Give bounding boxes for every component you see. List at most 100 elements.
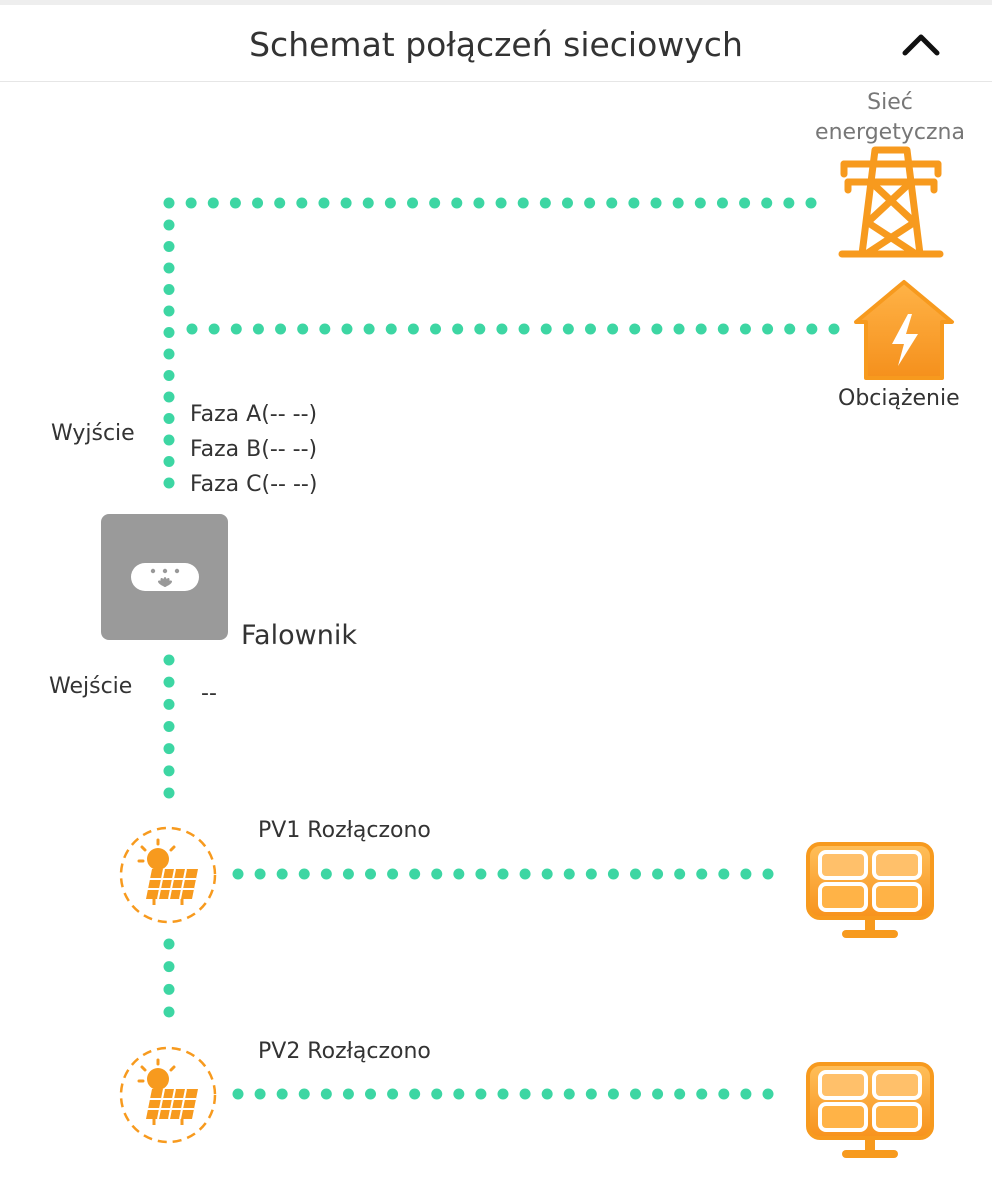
pv1-panel-icon[interactable] [804, 842, 936, 946]
line-dot [672, 197, 684, 209]
line-dot [740, 868, 752, 880]
line-dot [163, 348, 175, 360]
line-dot [207, 197, 219, 209]
line-dot [298, 868, 310, 880]
line-dot [673, 323, 685, 335]
line-dot [429, 197, 441, 209]
line-dot [163, 305, 175, 317]
line-dot [232, 1088, 244, 1100]
line-dot [585, 868, 597, 880]
line-dot [163, 1006, 175, 1018]
line-dot [717, 323, 729, 335]
line-dot [384, 197, 396, 209]
line-dot [363, 323, 375, 335]
line-dot [674, 868, 686, 880]
line-dot [254, 1088, 266, 1100]
line-dot [762, 323, 774, 335]
line-dot [651, 323, 663, 335]
inverter-icon[interactable] [101, 514, 228, 640]
line-dot [496, 323, 508, 335]
chevron-up-icon[interactable] [896, 25, 946, 65]
line-dot [473, 197, 485, 209]
input-label: Wejście [49, 674, 133, 699]
line-dot [186, 323, 198, 335]
line-dot [319, 323, 331, 335]
power-tower-icon[interactable] [838, 142, 944, 264]
line-dot [517, 197, 529, 209]
line-dot [163, 743, 175, 755]
line-dot [474, 323, 486, 335]
line-dot [607, 323, 619, 335]
output-label: Wyjście [51, 421, 135, 446]
line-dot [739, 197, 751, 209]
line-dot [561, 197, 573, 209]
line-dot [318, 197, 330, 209]
line-dot [163, 327, 175, 338]
line-dot [275, 323, 287, 335]
line-dot [232, 868, 244, 880]
line-dot [163, 983, 175, 995]
line-dot [740, 1088, 752, 1100]
line-dot [430, 323, 442, 335]
line-dot [163, 391, 175, 403]
line-dot [695, 323, 707, 335]
line-dot [163, 698, 175, 710]
line-dot [387, 868, 399, 880]
line-dot [607, 1088, 619, 1100]
line-dot [163, 284, 175, 295]
line-dot [163, 654, 175, 666]
line-dot [453, 1088, 465, 1100]
line-dot [696, 868, 708, 880]
line-dot [230, 323, 242, 335]
line-dot [320, 1088, 332, 1100]
line-dot [163, 434, 175, 446]
pv1-line [232, 868, 774, 880]
line-dot [585, 1088, 597, 1100]
line-dot [208, 323, 220, 335]
pv2-string-icon[interactable] [118, 1045, 218, 1149]
line-dot [229, 197, 241, 209]
line-dot [606, 197, 618, 209]
line-dot [254, 868, 266, 880]
line-dot [409, 868, 421, 880]
pv1-string-icon[interactable] [118, 825, 218, 929]
line-dot [276, 1088, 288, 1100]
line-dot [407, 323, 419, 335]
line-dot [828, 323, 840, 335]
line-dot [497, 1088, 509, 1100]
line-dot [407, 197, 419, 209]
line-dot [276, 868, 288, 880]
line-dot [629, 323, 641, 335]
input-value: -- [201, 681, 217, 706]
line-dot [539, 197, 551, 209]
inverter-display [131, 563, 199, 591]
line-dot [342, 1088, 354, 1100]
house-lightning-icon[interactable] [852, 278, 956, 386]
line-dot [805, 197, 817, 209]
line-dot [365, 868, 376, 880]
line-dot [340, 197, 352, 209]
line-dot [541, 1088, 553, 1100]
pv2-line [232, 1088, 774, 1100]
line-dot [762, 1088, 774, 1100]
line-dot [718, 1088, 730, 1100]
line-dot [475, 868, 487, 880]
line-dot [696, 1088, 708, 1100]
line-dot [431, 868, 443, 880]
line-dot [163, 219, 175, 231]
section-header: Schemat połączeń sieciowych [0, 5, 992, 82]
line-dot [739, 323, 751, 335]
line-dot [540, 323, 552, 335]
line-dot [495, 197, 507, 209]
line-dot [519, 868, 531, 880]
line-dot [451, 197, 463, 209]
line-dot [252, 323, 264, 335]
phase-c-status: Faza C(-- --) [190, 472, 318, 497]
output-bus-line [163, 219, 175, 489]
line-dot [761, 197, 773, 209]
line-dot [650, 197, 662, 209]
line-dot [342, 868, 354, 880]
phase-a-status: Faza A(-- --) [190, 402, 318, 427]
pv2-panel-icon[interactable] [804, 1062, 936, 1166]
